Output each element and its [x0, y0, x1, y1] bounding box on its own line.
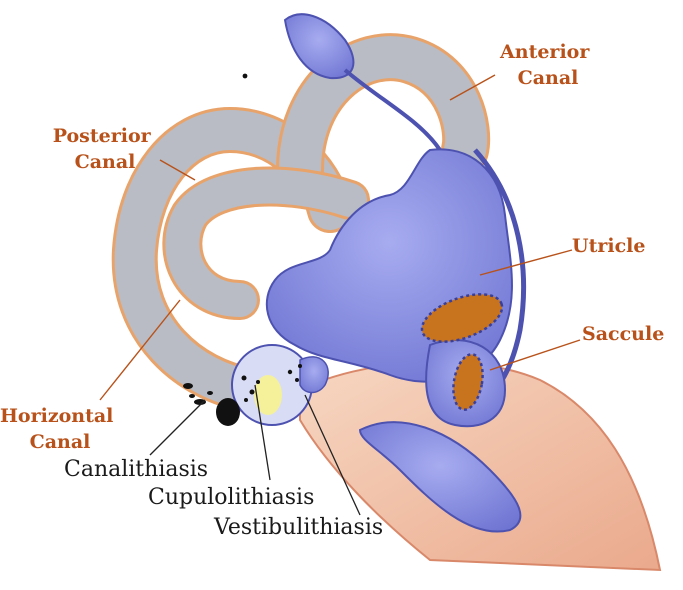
vestibulithiasis-label: Vestibulithiasis	[213, 515, 383, 540]
horizontal-canal-label-line1: Horizontal	[0, 405, 113, 427]
cupulolithiasis-label: Cupulolithiasis	[148, 485, 314, 510]
horizontal-canal-label: Horizontal Canal	[0, 405, 120, 453]
anterior-canal-label: Anterior Canal	[499, 41, 596, 89]
saccule-label: Saccule	[582, 323, 664, 345]
anterior-canal-label-line1: Anterior	[499, 41, 590, 63]
superior-ampulla	[285, 14, 353, 78]
saccule-leader	[490, 340, 580, 370]
utricle-label: Utricle	[572, 235, 645, 257]
canalithiasis-label: Canalithiasis	[64, 457, 208, 482]
anterior-canal-label-line2: Canal	[518, 67, 579, 89]
canalithiasis-leader	[150, 400, 205, 455]
horizontal-canal-label-line2: Canal	[30, 431, 91, 453]
posterior-canal-label-line2: Canal	[75, 151, 136, 173]
posterior-canal-label-line1: Posterior	[53, 125, 152, 147]
